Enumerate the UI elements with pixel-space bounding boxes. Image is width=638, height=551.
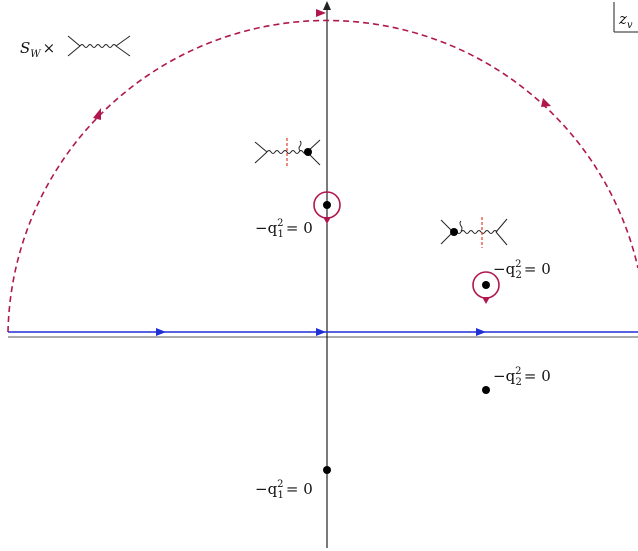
imaginary-axis <box>323 1 331 548</box>
lower-pole-imaginary-axis-dot <box>323 466 331 474</box>
self-energy-label: SW× <box>20 35 131 60</box>
cut-diagram-upper-left <box>254 138 321 167</box>
real-line-contour <box>8 328 638 336</box>
encircled-pole-right <box>472 271 500 304</box>
arc-arrow-right <box>541 98 551 107</box>
arc-arrow-left <box>93 108 101 120</box>
contour-arrow-middle <box>316 328 326 336</box>
encircled-pole-imaginary-axis <box>313 191 341 224</box>
variable-label-box: zv <box>613 2 638 33</box>
svg-text:SW×: SW× <box>20 39 55 60</box>
cut-diagram-upper-right <box>440 217 508 248</box>
wiggly-propagator-icon <box>67 35 131 57</box>
variable-label: zv <box>618 10 633 31</box>
lower-pole-right-dot <box>482 386 490 394</box>
arc-arrow-top <box>316 9 326 17</box>
contour-arrow-left <box>156 328 166 336</box>
closing-arc-contour <box>7 9 638 333</box>
contour-arrow-right <box>476 328 486 336</box>
